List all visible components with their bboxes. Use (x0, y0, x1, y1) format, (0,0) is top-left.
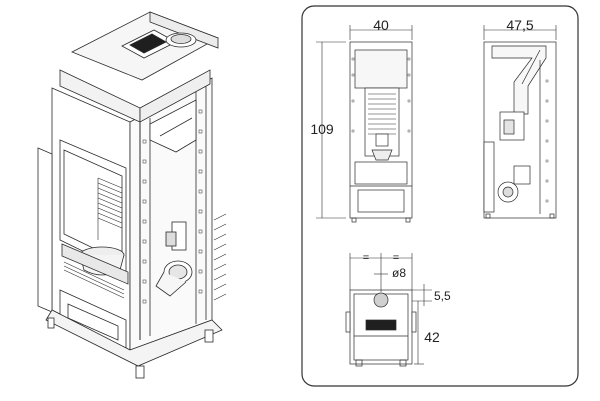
front-view (349, 41, 413, 223)
flue-position-dimension (349, 253, 413, 292)
front-view-holes (351, 57, 411, 133)
height-label: 109 (310, 121, 334, 137)
top-offset-label: 5,5 (434, 289, 451, 303)
side-view-holes (545, 79, 549, 203)
top-view (345, 289, 417, 367)
top-offset-dimension (412, 284, 432, 306)
equal-mark-right: = (393, 252, 399, 264)
top-depth-dimension (414, 301, 424, 365)
top-depth-label: 42 (424, 329, 440, 345)
isometric-stove-view (37, 11, 227, 379)
side-grille (213, 213, 227, 301)
side-view (483, 41, 557, 219)
side-depth-label: 47,5 (506, 17, 533, 33)
front-view-fins (368, 93, 396, 135)
equal-mark-left: = (363, 252, 369, 264)
height-dimension (316, 41, 346, 219)
vent-slots (63, 261, 125, 299)
side-depth-dimension (483, 25, 557, 40)
front-width-dimension (349, 25, 413, 40)
heat-exchanger-fins (97, 177, 123, 240)
front-width-label: 40 (373, 17, 389, 33)
frame-holes (142, 109, 203, 304)
exhaust-pipe (155, 260, 193, 297)
flue-diameter-label: ø8 (392, 266, 406, 280)
